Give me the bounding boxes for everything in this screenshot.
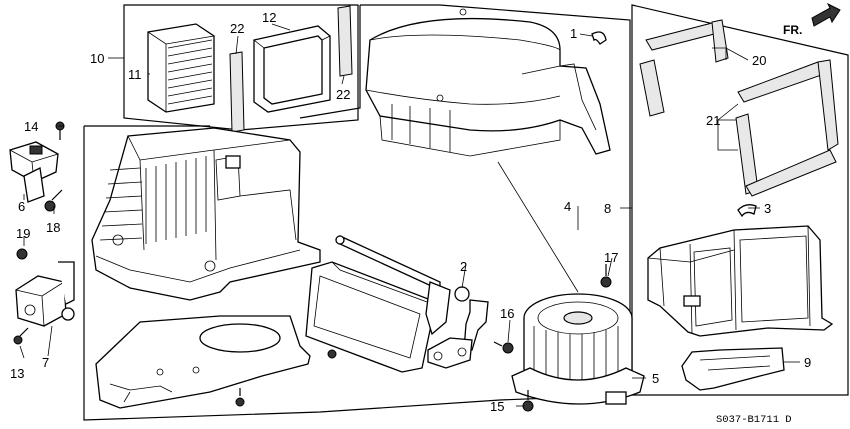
drain-cover-9	[681, 347, 785, 391]
leader-lines	[19, 23, 800, 407]
link-arm-2	[425, 281, 489, 351]
callout-21: 21	[706, 113, 720, 128]
screw-bottom-1	[327, 349, 337, 359]
callout-8: 8	[604, 201, 611, 216]
callout-22-right: 22	[336, 87, 350, 102]
resistor-6	[9, 141, 59, 203]
callout-16: 16	[500, 306, 514, 321]
callout-12: 12	[262, 10, 276, 25]
filter-frame-12	[253, 25, 331, 113]
drawing-code: S037-B1711 D	[716, 414, 792, 426]
callout-3: 3	[764, 201, 771, 216]
foam-seal-22-right	[337, 5, 353, 77]
callout-19: 19	[16, 226, 30, 241]
foam-seal-20	[639, 19, 729, 117]
foam-seal-21	[735, 59, 839, 197]
screw-16	[493, 341, 514, 354]
callout-15: 15	[490, 399, 504, 414]
evaporator-case-8	[647, 225, 834, 337]
callout-5: 5	[652, 371, 659, 386]
screw-19	[16, 248, 28, 260]
callout-18: 18	[46, 220, 60, 235]
screw-17	[600, 264, 612, 288]
foam-seal-22-left	[229, 51, 245, 133]
clip-1	[591, 31, 607, 45]
blend-door-motor-7	[15, 261, 75, 327]
callout-10: 10	[90, 51, 104, 66]
callout-22-left: 22	[230, 21, 244, 36]
callout-7: 7	[42, 355, 49, 370]
screw-bottom-2	[235, 388, 245, 407]
callout-13: 13	[10, 366, 24, 381]
callout-9: 9	[804, 355, 811, 370]
upper-blower-case-4	[365, 8, 611, 157]
dust-filter-11	[147, 23, 215, 113]
callout-17: 17	[604, 250, 618, 265]
callout-labels: 1 2 3 4 5 6 7 8 9 10 11 12 13 14 15 16 1…	[10, 10, 811, 414]
screw-13	[13, 327, 29, 345]
screw-14	[55, 121, 65, 140]
callout-6: 6	[18, 199, 25, 214]
screw-18	[44, 189, 63, 212]
filter-group-box	[123, 4, 359, 131]
callout-2: 2	[460, 259, 467, 274]
callout-4: 4	[564, 199, 571, 214]
lever-link	[427, 337, 473, 369]
front-direction-arrow: FR.	[783, 2, 841, 37]
front-direction-label: FR.	[783, 23, 802, 37]
air-mix-door-panel	[305, 261, 439, 373]
callout-11: 11	[128, 67, 142, 82]
blower-motor-5	[511, 293, 645, 405]
callout-14: 14	[24, 119, 38, 134]
callout-20: 20	[752, 53, 766, 68]
blower-housing-assembly	[91, 127, 321, 301]
evaporator-case-group-box	[631, 4, 849, 396]
clip-3	[737, 204, 757, 218]
lower-case-plate	[95, 315, 311, 409]
callout-1: 1	[570, 26, 577, 41]
